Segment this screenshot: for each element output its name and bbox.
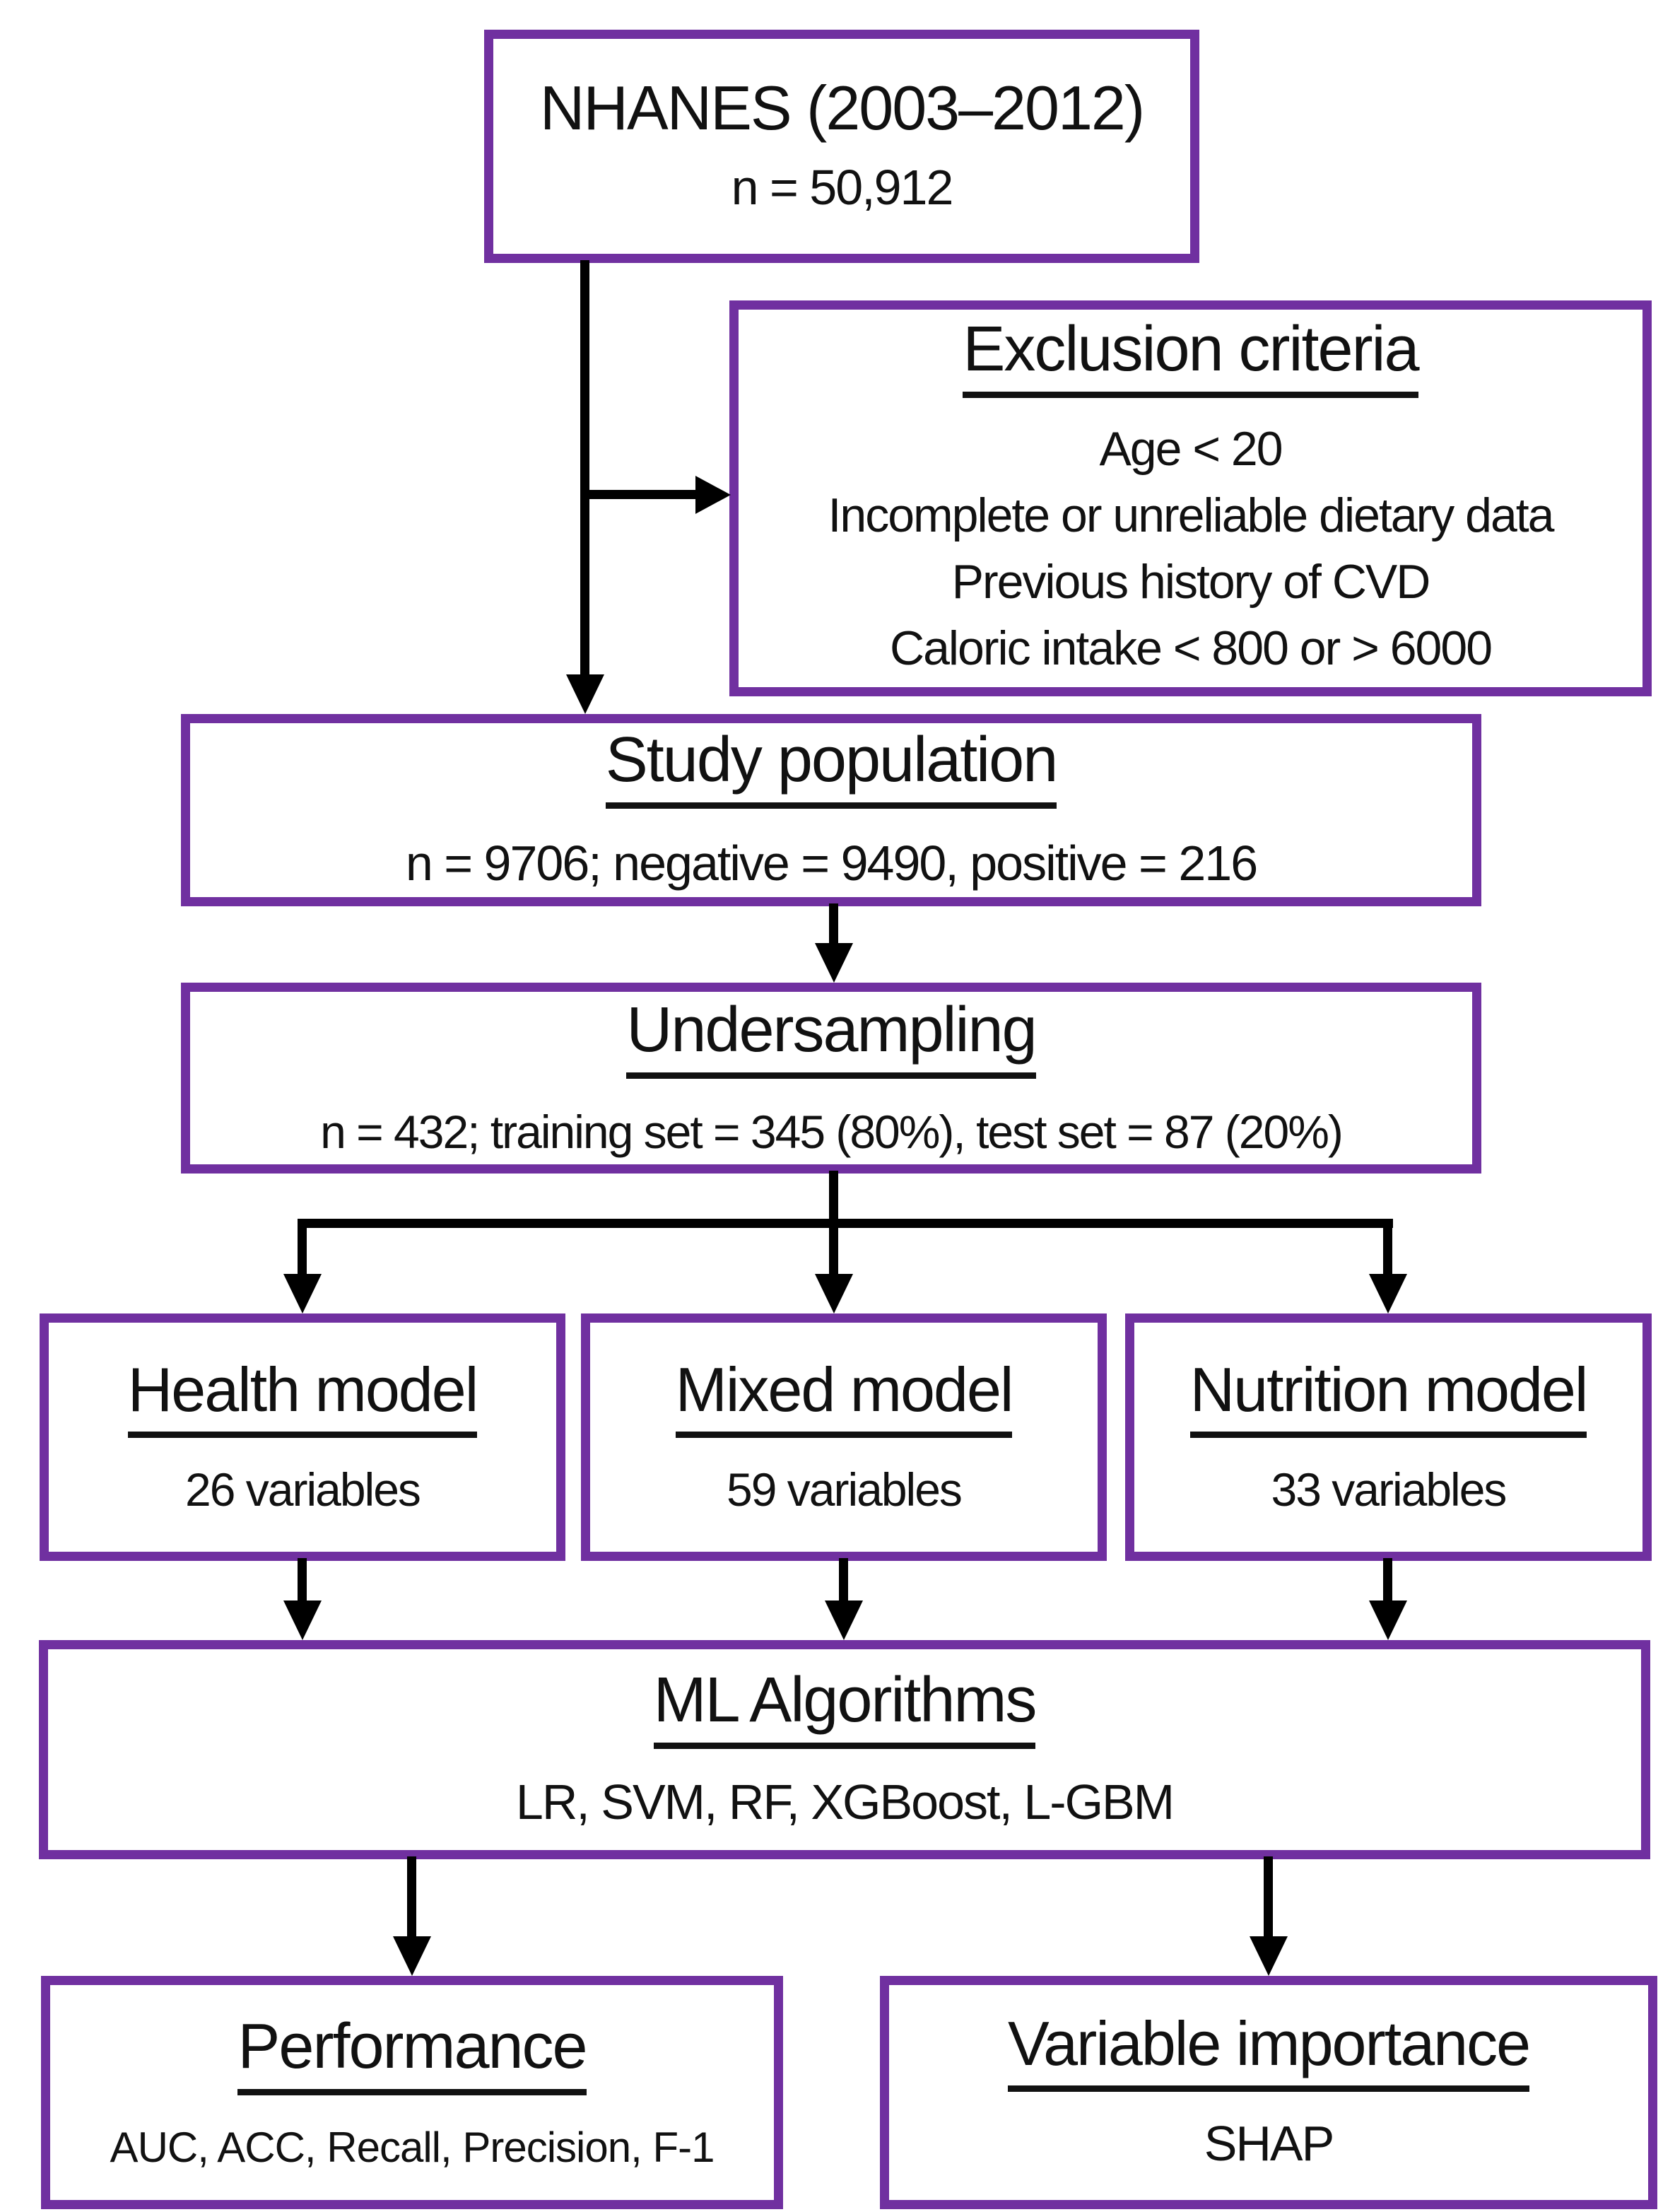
arrowhead-ml-to-variable-importance (1250, 1936, 1288, 1976)
performance-metrics: AUC, ACC, Recall, Precision, F-1 (110, 2123, 715, 2171)
branch-bar (298, 1219, 1393, 1228)
arrow-health-to-ml (298, 1558, 307, 1602)
arrowhead-nhanes-to-study (566, 674, 604, 714)
branch-left-drop (298, 1219, 307, 1275)
exclusion-title: Exclusion criteria (963, 315, 1420, 399)
undersampling-counts: n = 432; training set = 345 (80%), test … (320, 1105, 1344, 1158)
study-population-box: Study population n = 9706; negative = 94… (181, 714, 1481, 906)
undersampling-title: Undersampling (626, 995, 1038, 1079)
variable-importance-title: Variable importance (1007, 2010, 1531, 2093)
exclusion-item: Previous history of CVD (951, 555, 1431, 609)
mixed-model-variables: 59 variables (727, 1463, 963, 1516)
exclusion-criteria-box: Exclusion criteria Age < 20 Incomplete o… (729, 300, 1652, 696)
ml-algorithms-box: ML Algorithms LR, SVM, RF, XGBoost, L-GB… (39, 1640, 1650, 1859)
exclusion-item: Incomplete or unreliable dietary data (828, 488, 1555, 543)
arrowhead-study-to-undersampling (815, 943, 853, 983)
undersampling-box: Undersampling n = 432; training set = 34… (181, 983, 1481, 1174)
nhanes-title: NHANES (2003–2012) (539, 72, 1145, 143)
health-model-title: Health model (127, 1355, 478, 1438)
ml-algorithms-list: LR, SVM, RF, XGBoost, L-GBM (515, 1774, 1175, 1830)
arrow-nutrition-to-ml (1383, 1558, 1392, 1602)
branch-right-drop (1383, 1219, 1392, 1275)
arrow-branch-to-exclusion (585, 490, 698, 499)
arrow-nhanes-to-study (580, 260, 589, 677)
arrowhead-to-nutrition-model (1369, 1274, 1407, 1313)
study-population-counts: n = 9706; negative = 9490, positive = 21… (405, 836, 1258, 891)
arrowhead-to-mixed-model (815, 1274, 853, 1313)
arrow-ml-to-performance (407, 1856, 416, 1938)
arrow-mixed-to-ml (839, 1558, 848, 1602)
exclusion-item: Caloric intake < 800 or > 6000 (889, 621, 1493, 675)
variable-importance-method: SHAP (1204, 2116, 1335, 2172)
nutrition-model-variables: 33 variables (1271, 1463, 1508, 1516)
health-model-variables: 26 variables (185, 1463, 421, 1516)
arrowhead-mixed-to-ml (825, 1601, 863, 1640)
arrowhead-to-exclusion (695, 476, 731, 514)
arrowhead-to-health-model (283, 1274, 322, 1313)
ml-algorithms-title: ML Algorithms (653, 1666, 1037, 1750)
performance-box: Performance AUC, ACC, Recall, Precision,… (41, 1976, 783, 2209)
nutrition-model-title: Nutrition model (1189, 1355, 1588, 1438)
mixed-model-box: Mixed model 59 variables (581, 1313, 1107, 1561)
arrowhead-health-to-ml (283, 1601, 322, 1640)
health-model-box: Health model 26 variables (40, 1313, 565, 1561)
variable-importance-box: Variable importance SHAP (880, 1976, 1657, 2209)
mixed-model-title: Mixed model (675, 1355, 1013, 1438)
study-population-title: Study population (605, 725, 1058, 809)
nutrition-model-box: Nutrition model 33 variables (1125, 1313, 1652, 1561)
arrowhead-ml-to-performance (393, 1936, 431, 1976)
nhanes-count: n = 50,912 (731, 159, 954, 215)
performance-title: Performance (237, 2011, 588, 2095)
arrow-ml-to-variable-importance (1264, 1856, 1273, 1938)
exclusion-items: Age < 20 Incomplete or unreliable dietar… (828, 416, 1555, 681)
exclusion-item: Age < 20 (1099, 422, 1283, 476)
arrowhead-nutrition-to-ml (1369, 1601, 1407, 1640)
arrow-study-to-undersampling (829, 903, 838, 946)
nhanes-box: NHANES (2003–2012) n = 50,912 (484, 30, 1199, 263)
